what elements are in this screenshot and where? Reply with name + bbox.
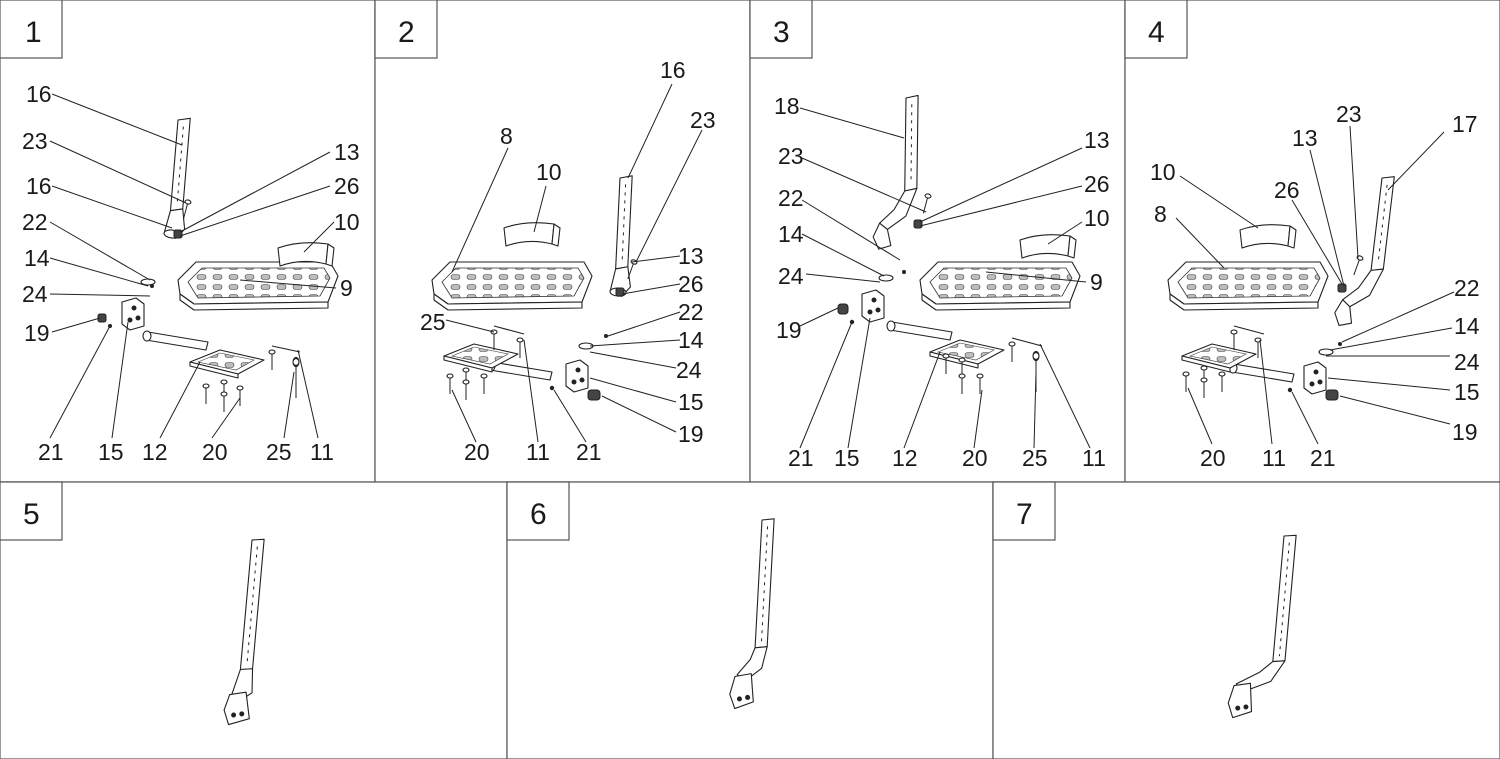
panel-4-number: 4 — [1148, 16, 1165, 49]
panel-6-tag — [506, 481, 570, 541]
callout: 20 — [1200, 445, 1226, 471]
tube-assembly-straight — [223, 538, 265, 726]
callout: 26 — [1274, 177, 1300, 203]
callout: 23 — [778, 143, 804, 169]
panel-2-number: 2 — [398, 16, 415, 49]
callout: 14 — [678, 327, 704, 353]
panel-2-tag — [374, 0, 438, 59]
callout: 11 — [526, 439, 550, 465]
panel-1-tag — [0, 0, 63, 59]
callout: 13 — [1084, 127, 1110, 153]
callout: 26 — [678, 271, 704, 297]
callout: 9 — [1090, 269, 1103, 295]
callout: 11 — [1262, 445, 1286, 471]
callout: 19 — [776, 317, 802, 343]
panel-5: 5 — [0, 481, 508, 759]
callout: 19 — [678, 421, 704, 447]
panel-4-frame — [1124, 0, 1500, 483]
callout: 12 — [142, 439, 168, 465]
panel-3-callouts: 18 23 22 14 24 19 13 26 10 9 21 15 12 20… — [774, 93, 1110, 471]
callout: 19 — [24, 320, 50, 346]
callout: 17 — [1452, 111, 1478, 137]
callout: 22 — [778, 185, 804, 211]
callout: 9 — [340, 275, 353, 301]
callout: 21 — [1310, 445, 1336, 471]
callout: 26 — [334, 173, 360, 199]
callout: 21 — [788, 445, 814, 471]
callout: 8 — [1154, 201, 1167, 227]
callout: 15 — [678, 389, 704, 415]
panel-3-number: 3 — [773, 16, 790, 49]
callout: 13 — [334, 139, 360, 165]
panel-7-tag — [992, 481, 1056, 541]
callout: 25 — [266, 439, 292, 465]
tube-assembly-bent-short — [729, 518, 775, 710]
panel-5-number: 5 — [23, 498, 40, 531]
callout: 26 — [1084, 171, 1110, 197]
panel-7-number: 7 — [1016, 498, 1033, 531]
panel-5-tag — [0, 481, 63, 541]
callout: 15 — [98, 439, 124, 465]
callout: 13 — [678, 243, 704, 269]
panel-4-tag — [1124, 0, 1188, 59]
panel-7-frame — [992, 481, 1500, 759]
callout: 22 — [678, 299, 704, 325]
callout: 22 — [22, 209, 48, 235]
callout: 23 — [690, 107, 716, 133]
panel-3-tag — [749, 0, 813, 59]
callout: 16 — [660, 57, 686, 83]
callout: 15 — [834, 445, 860, 471]
callout: 24 — [22, 281, 48, 307]
panel-2-frame — [374, 0, 751, 483]
callout: 19 — [1452, 419, 1478, 445]
tube-assembly-bent-long — [1227, 534, 1297, 719]
callout: 25 — [420, 309, 446, 335]
callout: 23 — [22, 128, 48, 154]
panel-2-callouts: 16 23 8 10 25 13 26 22 14 24 15 19 20 11… — [420, 57, 716, 465]
callout: 14 — [1454, 313, 1480, 339]
callout: 22 — [1454, 275, 1480, 301]
callout: 10 — [1084, 205, 1110, 231]
panel-7: 7 — [992, 481, 1500, 759]
callout: 11 — [1082, 445, 1106, 471]
panel-4-callouts: 23 13 17 10 26 8 22 14 24 15 19 20 11 21 — [1150, 101, 1480, 471]
panel-4: 4 23 13 1 — [1124, 0, 1500, 483]
callout: 16 — [26, 81, 52, 107]
callout: 24 — [1454, 349, 1480, 375]
callout: 10 — [1150, 159, 1176, 185]
callout: 15 — [1454, 379, 1480, 405]
panel-1-frame — [0, 0, 376, 483]
callout: 24 — [676, 357, 702, 383]
panel-6-frame — [506, 481, 994, 759]
callout: 10 — [334, 209, 360, 235]
callout: 12 — [892, 445, 918, 471]
callout: 24 — [778, 263, 804, 289]
callout: 20 — [202, 439, 228, 465]
callout: 8 — [500, 123, 513, 149]
panel-3: 3 18 — [749, 0, 1126, 483]
panel-6: 6 — [506, 481, 994, 759]
callout: 21 — [576, 439, 602, 465]
panel-1-callouts: 16 23 16 22 14 24 19 13 26 10 9 21 15 12… — [22, 81, 360, 465]
panel-1-number: 1 — [25, 16, 42, 49]
callout: 20 — [962, 445, 988, 471]
panel-1: 1 — [0, 0, 376, 483]
panel-2: 2 16 23 — [374, 0, 751, 483]
callout: 18 — [774, 93, 800, 119]
callout: 25 — [1022, 445, 1048, 471]
callout: 10 — [536, 159, 562, 185]
callout: 20 — [464, 439, 490, 465]
callout: 14 — [24, 245, 50, 271]
panel-6-number: 6 — [530, 498, 547, 531]
callout: 13 — [1292, 125, 1318, 151]
callout: 14 — [778, 221, 804, 247]
callout: 21 — [38, 439, 64, 465]
callout: 11 — [310, 439, 334, 465]
callout: 16 — [26, 173, 52, 199]
callout: 23 — [1336, 101, 1362, 127]
